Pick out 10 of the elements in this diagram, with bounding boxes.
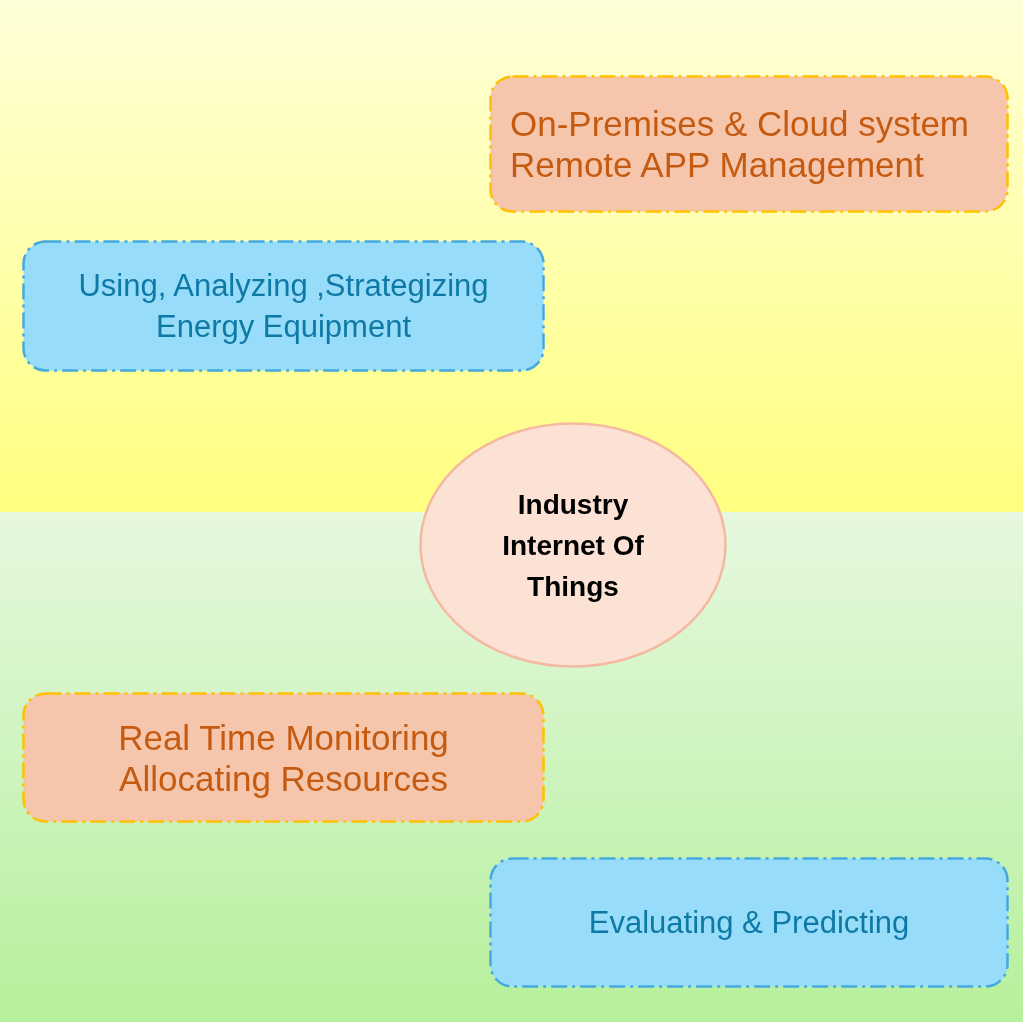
- topic-label: Evaluating & Predicting: [588, 904, 910, 942]
- hub-ellipse: [419, 422, 727, 668]
- hub-label: Industry Internet Of Things: [501, 487, 645, 604]
- topic-box: [22, 240, 545, 372]
- topic-box: [22, 692, 545, 823]
- topic-label: On-Premises & Cloud system Remote APP Management: [510, 103, 971, 185]
- topic-label: Real Time Monitoring Allocating Resources: [117, 716, 450, 799]
- topic-box: [489, 75, 1009, 213]
- topic-box: [489, 857, 1009, 988]
- topic-label: Using, Analyzing ,Strategizing Energy Equipment: [77, 267, 490, 346]
